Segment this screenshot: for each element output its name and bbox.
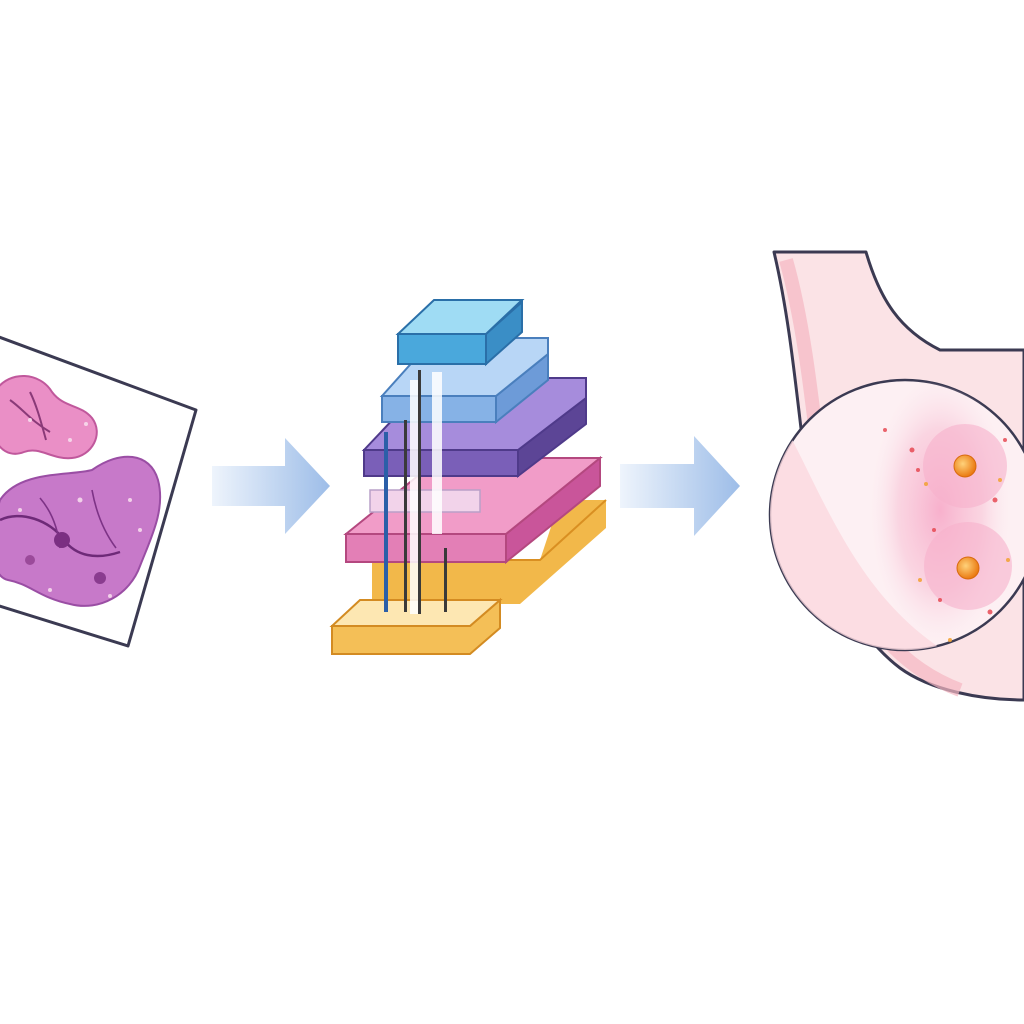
lesion-dot-lower — [956, 556, 980, 580]
arrow-right-icon — [620, 436, 740, 536]
connector-rods — [384, 370, 447, 614]
histology-slide-icon — [0, 335, 198, 648]
lesion-dot-upper — [953, 454, 977, 478]
arrow-right-icon — [212, 438, 330, 534]
layer-blue-top — [395, 299, 525, 367]
tissue-lobe-lower — [0, 455, 162, 607]
tissue-lobe-upper — [0, 375, 98, 460]
breast-lesion-icon — [768, 250, 1024, 702]
layered-model-icon — [329, 299, 607, 655]
